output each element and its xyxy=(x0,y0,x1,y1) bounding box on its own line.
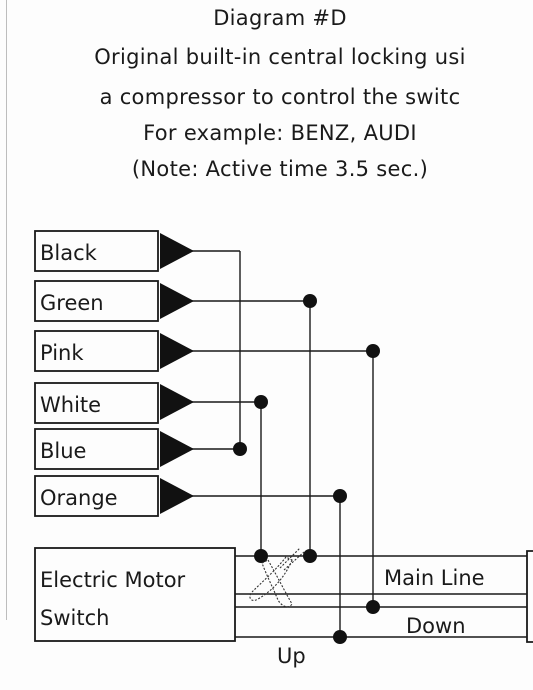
wire-label-white: White xyxy=(40,393,101,417)
connector-arrow-white xyxy=(160,384,194,420)
wire-box-blue xyxy=(34,428,159,470)
junction-dot-pink xyxy=(366,344,380,358)
description-line-3: For example: BENZ, AUDI xyxy=(143,121,417,145)
connector-arrow-blue xyxy=(160,431,194,467)
connector-arrow-green xyxy=(160,283,194,319)
junction-dot-green-main xyxy=(303,549,317,563)
junction-dot-pink-down xyxy=(366,600,380,614)
main-line-label: Main Line xyxy=(384,566,485,590)
wire-cutter-icon xyxy=(249,547,305,608)
main-line-connector xyxy=(526,550,533,643)
up-line-label: Up xyxy=(277,644,306,668)
wire-label-pink: Pink xyxy=(40,341,84,365)
connector-arrow-black xyxy=(160,233,194,269)
page-left-border xyxy=(6,0,7,620)
switch-label-line-1: Electric Motor xyxy=(40,568,186,592)
description-line-2: a compressor to control the switc xyxy=(99,85,461,109)
wire-box-black xyxy=(34,230,159,272)
wire-box-orange xyxy=(34,475,159,517)
wire-box-white xyxy=(34,382,159,424)
connector-arrow-pink xyxy=(160,333,194,369)
wire-label-blue: Blue xyxy=(40,439,86,463)
junction-dot-orange-up xyxy=(333,630,347,644)
diagram-title: Diagram #D xyxy=(213,6,347,30)
description-line-1: Original built-in central locking usi xyxy=(94,45,466,69)
wire-box-green xyxy=(34,280,159,322)
junction-dot-orange xyxy=(333,489,347,503)
wire-label-orange: Orange xyxy=(40,486,118,510)
wire-box-pink xyxy=(34,330,159,372)
junction-dot-white-main xyxy=(254,549,268,563)
junction-dot-blue xyxy=(233,442,247,456)
wire-label-black: Black xyxy=(40,241,98,265)
wire-label-green: Green xyxy=(40,291,104,315)
junction-dot-white xyxy=(254,395,268,409)
switch-label-line-2: Switch xyxy=(40,606,109,630)
junction-dot-green xyxy=(303,294,317,308)
description-line-4: (Note: Active time 3.5 sec.) xyxy=(131,157,429,181)
connector-arrow-orange xyxy=(160,478,194,514)
down-line-label: Down xyxy=(406,614,466,638)
